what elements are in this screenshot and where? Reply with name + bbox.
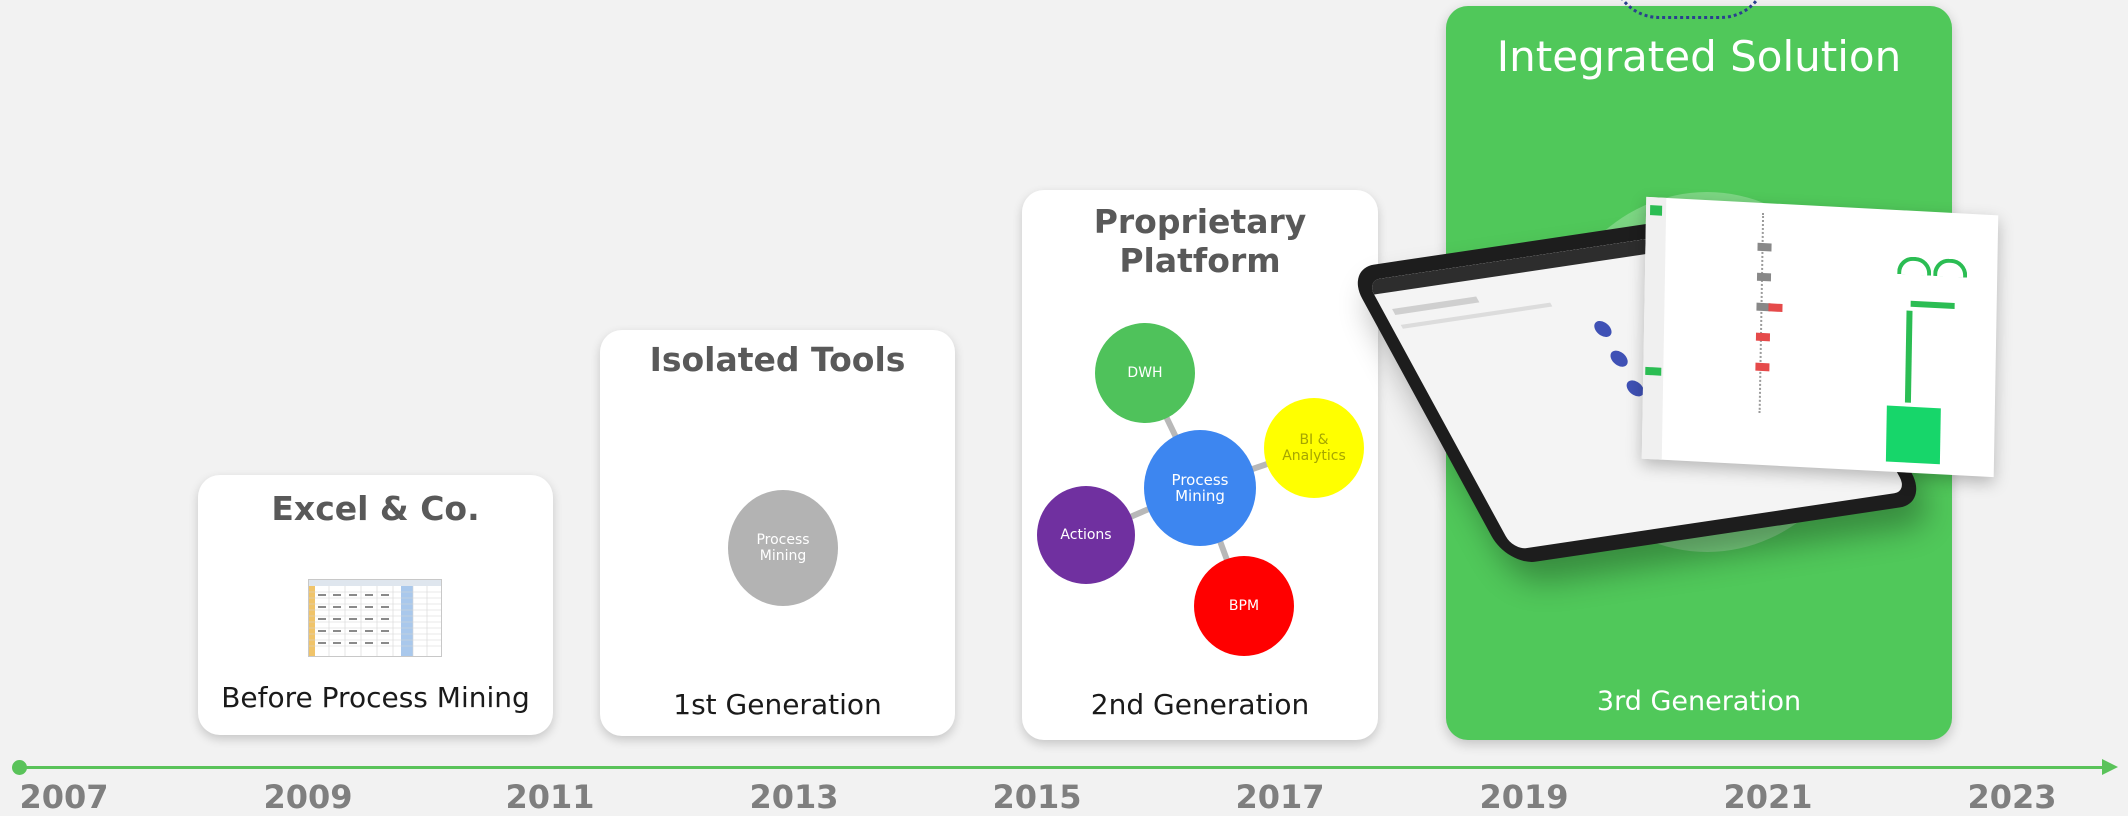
- card-excel: Excel & Co.: [198, 475, 553, 735]
- dashboard-screenshot: [1641, 196, 1999, 478]
- spreadsheet-thumbnail: [308, 579, 442, 657]
- bpm-bubble: BPM: [1194, 556, 1294, 656]
- timeline-arrow-icon: [2102, 759, 2118, 775]
- card-subtitle: Before Process Mining: [221, 681, 530, 714]
- decorative-dotted-arc: [1612, 0, 1768, 19]
- year-label: 2017: [1235, 778, 1325, 816]
- year-label: 2013: [749, 778, 839, 816]
- card-subtitle: 3rd Generation: [1596, 686, 1802, 717]
- card-isolated-tools: Isolated Tools Process Mining 1st Genera…: [600, 330, 955, 736]
- timeline-line: [18, 766, 2108, 769]
- process-mining-bubble: Process Mining: [1144, 430, 1256, 546]
- process-mining-bubble: Process Mining: [728, 490, 838, 606]
- card-title: Integrated Solution: [1496, 32, 1902, 81]
- year-label: 2011: [505, 778, 595, 816]
- year-label: 2021: [1723, 778, 1813, 816]
- year-label: 2007: [19, 778, 109, 816]
- card-title: Proprietary Platform: [1093, 202, 1307, 280]
- timeline-start-dot: [12, 760, 27, 775]
- card-proprietary-platform: Proprietary Platform DWH BI & Analytics …: [1022, 190, 1378, 740]
- card-subtitle: 2nd Generation: [1090, 688, 1310, 721]
- year-label: 2023: [1967, 778, 2057, 816]
- year-label: 2019: [1479, 778, 1569, 816]
- dwh-bubble: DWH: [1095, 323, 1195, 423]
- actions-bubble: Actions: [1037, 486, 1135, 584]
- card-subtitle: 1st Generation: [673, 688, 882, 721]
- card-title: Excel & Co.: [271, 489, 480, 528]
- year-label: 2015: [992, 778, 1082, 816]
- bi-analytics-bubble: BI & Analytics: [1264, 398, 1364, 498]
- card-title: Isolated Tools: [649, 340, 906, 379]
- year-label: 2009: [263, 778, 353, 816]
